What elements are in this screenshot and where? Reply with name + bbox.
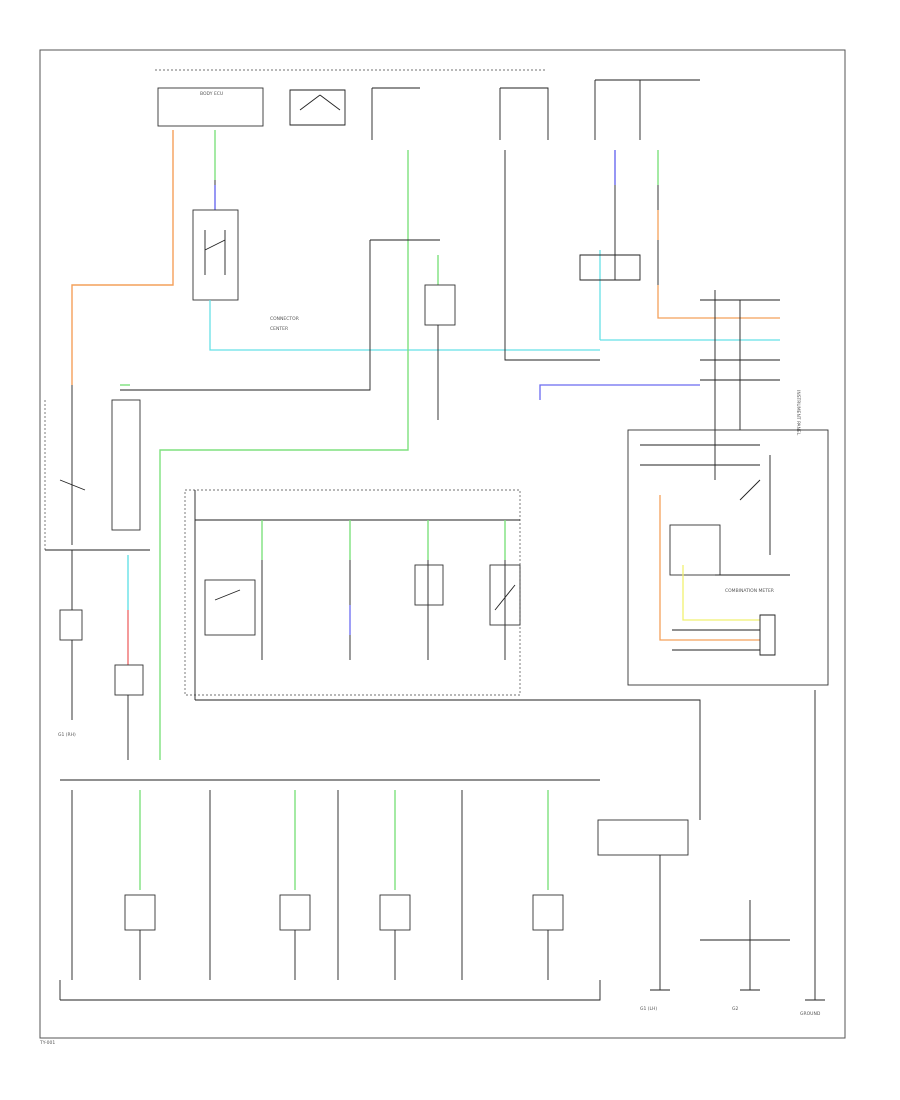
bottom-right-grounds: G1 (LH) G2 GROUND — [520, 690, 825, 1017]
ground-label: GROUND — [800, 1011, 821, 1017]
blue-wire-3 — [539, 384, 700, 400]
cyan-wire-main — [209, 300, 600, 351]
combination-meter: COMBINATION METER INSTRUMENT PANEL — [627, 390, 829, 686]
svg-text:CONNECTOR: CONNECTOR — [270, 316, 299, 322]
switch-panel-mid — [184, 489, 521, 701]
gnd-mid-label: G1 (LH) — [640, 1006, 657, 1012]
orange-wire-3 — [657, 285, 780, 319]
combination-meter-label: COMBINATION METER — [725, 588, 774, 594]
gnd-left-label: G1 (RH) — [58, 732, 76, 738]
gnd-right-label: G2 — [732, 1006, 738, 1012]
svg-text:CENTER: CENTER — [270, 326, 288, 332]
orange-wire-main — [71, 130, 174, 385]
yellow-wire-meter — [682, 565, 760, 621]
body-ecu-label: BODY ECU — [200, 91, 223, 97]
footer-code: TY-001 — [40, 1041, 56, 1046]
bottom-switches — [59, 779, 601, 1001]
svg-text:INSTRUMENT PANEL: INSTRUMENT PANEL — [795, 390, 801, 436]
green-wire-long — [159, 150, 409, 760]
top-left-block: BODY ECU — [155, 69, 549, 140]
diagram-frame — [39, 49, 846, 1039]
orange-wire-meter — [659, 495, 760, 641]
fuse-left: G1 (RH) — [58, 550, 83, 738]
top-right-block — [579, 79, 780, 480]
mid-switch — [424, 255, 456, 420]
cyan-wire-right — [599, 250, 780, 341]
left-switch — [44, 385, 150, 551]
relay-left — [192, 209, 239, 301]
